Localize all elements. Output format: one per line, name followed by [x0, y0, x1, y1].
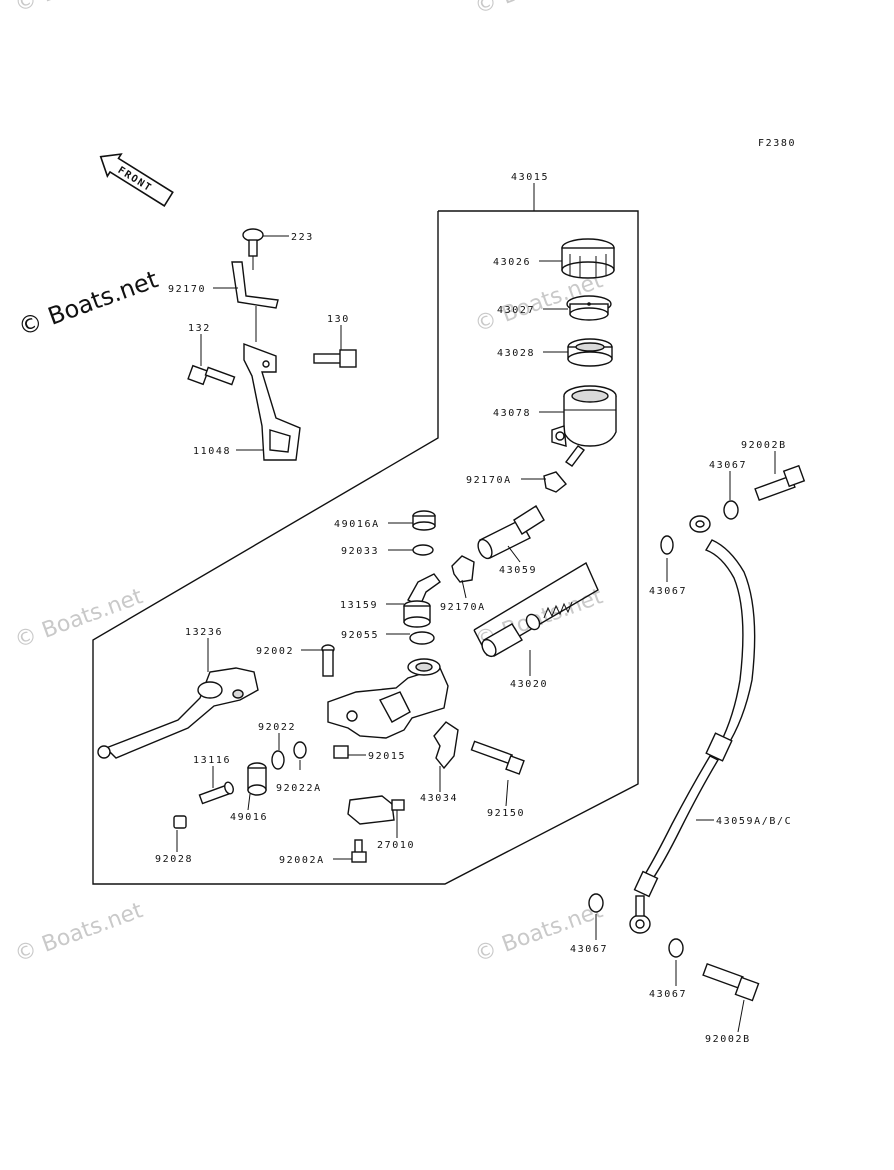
- part-labels: 43015 223 92170 130 132 11048 43026 4302…: [155, 172, 792, 1045]
- watermark-main: © Boats.net: [14, 265, 161, 341]
- diaphragm-43028: [567, 338, 613, 367]
- label-43020: 43020: [510, 679, 548, 690]
- plate-43027: [566, 295, 612, 321]
- label-92002b-2: 92002B: [705, 1034, 751, 1045]
- label-43067-4: 43067: [649, 989, 687, 1000]
- label-92022a: 92022A: [276, 783, 322, 794]
- label-92028: 92028: [155, 854, 193, 865]
- washer-43067: [723, 500, 739, 520]
- label-43059abc: 43059A/B/C: [716, 816, 792, 827]
- piston-kit-43020: [481, 601, 573, 658]
- label-43026: 43026: [493, 257, 531, 268]
- clamp-92170: [231, 261, 279, 309]
- watermark: © Boats.net: [472, 898, 607, 968]
- figure-code: F2380: [758, 138, 796, 149]
- label-92055: 92055: [341, 630, 379, 641]
- banjo-bolt-92002b: [754, 464, 806, 502]
- banjo-bolt-92002b-2: [702, 962, 760, 1002]
- washer-43067-3: [588, 893, 604, 913]
- washer-43067-4: [668, 938, 684, 958]
- label-92170a-2: 92170A: [440, 602, 486, 613]
- watermark: © Boats.net: [12, 584, 147, 654]
- pin-13116: [198, 781, 234, 805]
- label-92033: 92033: [341, 546, 379, 557]
- label-92002: 92002: [256, 646, 294, 657]
- cap-49016a: [412, 510, 436, 531]
- washer-92022a: [293, 741, 307, 759]
- washer-92022: [271, 750, 285, 770]
- brake-hose-43059abc: [629, 515, 756, 934]
- label-92015: 92015: [368, 751, 406, 762]
- leader-lines: [176, 183, 776, 1033]
- screw-92002a: [351, 839, 367, 863]
- label-92170a: 92170A: [466, 475, 512, 486]
- oring-92055: [409, 631, 435, 645]
- fitting-13159: [403, 573, 441, 628]
- bracket-11048: [243, 342, 301, 461]
- label-43067: 43067: [709, 460, 747, 471]
- label-43067-2: 43067: [649, 586, 687, 597]
- nut-92015: [333, 745, 349, 759]
- label-13159: 13159: [340, 600, 378, 611]
- label-92022: 92022: [258, 722, 296, 733]
- boot-49016: [247, 762, 267, 796]
- label-92170: 92170: [168, 284, 206, 295]
- reservoir-43078: [551, 385, 617, 467]
- front-arrow-icon: FRONT: [99, 153, 174, 207]
- lever-13236: [97, 667, 259, 759]
- cap-92028: [173, 815, 187, 829]
- bolt-130: [313, 349, 357, 368]
- label-11048: 11048: [193, 446, 231, 457]
- reservoir-cap-43026: [561, 238, 615, 279]
- ring-92033: [412, 544, 434, 556]
- washer-43067-2: [660, 535, 674, 555]
- label-43067-3: 43067: [570, 944, 608, 955]
- hose-43059: [477, 505, 545, 560]
- label-13236: 13236: [185, 627, 223, 638]
- watermark: © Boats.net: [12, 898, 147, 968]
- label-43015: 43015: [511, 172, 549, 183]
- assembly-outline: [92, 210, 639, 885]
- label-130: 130: [327, 314, 350, 325]
- label-43078: 43078: [493, 408, 531, 419]
- label-43059: 43059: [499, 565, 537, 576]
- bolt-92150: [470, 740, 525, 775]
- watermark: © Boats.net: [472, 0, 607, 20]
- label-49016: 49016: [230, 812, 268, 823]
- watermark: © Boats.net: [12, 0, 147, 18]
- label-92002a: 92002A: [279, 855, 325, 866]
- label-49016a: 49016A: [334, 519, 380, 530]
- label-223: 223: [291, 232, 314, 243]
- clamp-43034: [433, 721, 459, 770]
- master-cylinder-body: [327, 658, 449, 739]
- label-43028: 43028: [497, 348, 535, 359]
- label-92150: 92150: [487, 808, 525, 819]
- bolt-132: [187, 364, 236, 386]
- clamp-92170a-2: [451, 555, 475, 583]
- label-13116: 13116: [193, 755, 231, 766]
- label-43027: 43027: [497, 305, 535, 316]
- switch-27010: [347, 795, 405, 825]
- label-92002b: 92002B: [741, 440, 787, 451]
- watermark-layer: © Boats.net © Boats.net © Boats.net © Bo…: [12, 0, 607, 968]
- screw-223: [242, 228, 264, 257]
- label-132: 132: [188, 323, 211, 334]
- screw-92002: [321, 644, 335, 677]
- clamp-92170a: [543, 471, 567, 493]
- label-27010: 27010: [377, 840, 415, 851]
- label-43034: 43034: [420, 793, 458, 804]
